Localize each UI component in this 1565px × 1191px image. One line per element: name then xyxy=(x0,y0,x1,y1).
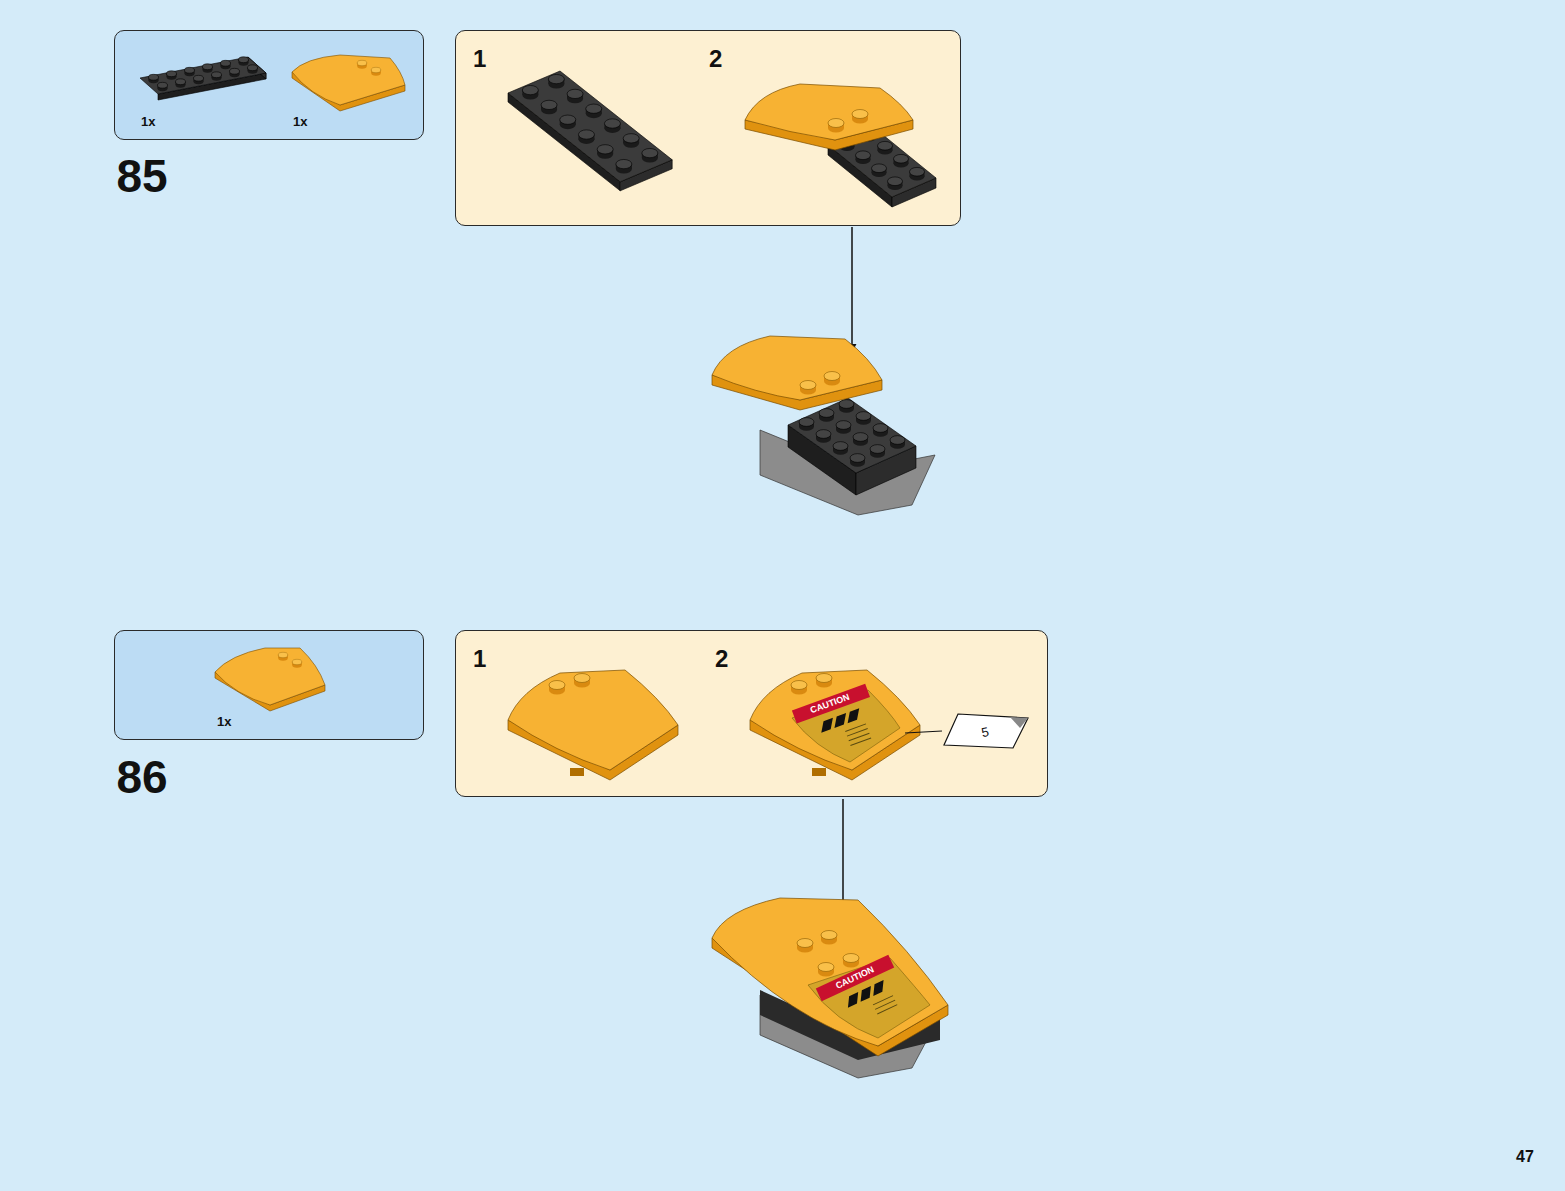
orange-wedge xyxy=(745,84,913,150)
substep-number: 1 xyxy=(473,647,486,671)
substep-number: 2 xyxy=(715,647,728,671)
page-number: 47 xyxy=(1516,1149,1534,1165)
sticker-peel xyxy=(1010,717,1028,728)
orange-wedge xyxy=(750,670,920,780)
black-plate xyxy=(508,71,672,191)
sticker-callout xyxy=(944,714,1028,748)
black-plate xyxy=(140,57,266,100)
black-block xyxy=(788,398,916,495)
substep-number: 2 xyxy=(709,47,722,71)
orange-wedge xyxy=(292,55,405,111)
substep-number: 1 xyxy=(473,47,486,71)
step-number: 85 xyxy=(116,153,167,199)
orange-wedge xyxy=(508,670,678,780)
step-arrow xyxy=(851,227,853,352)
part-quantity: 1x xyxy=(217,715,231,728)
part-quantity: 1x xyxy=(293,115,307,128)
step-number: 86 xyxy=(116,754,167,800)
leader-line xyxy=(905,731,942,733)
part-quantity: 1x xyxy=(141,115,155,128)
orange-wedge xyxy=(215,648,325,711)
orange-wedge xyxy=(712,336,882,410)
orange-wedge xyxy=(712,898,948,1056)
sticker xyxy=(792,690,900,762)
